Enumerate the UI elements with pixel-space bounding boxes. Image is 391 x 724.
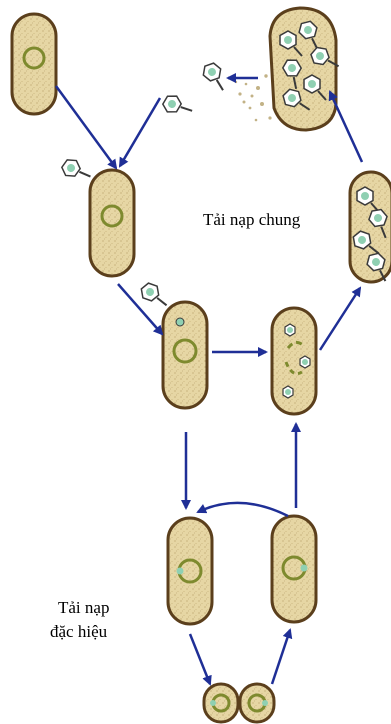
bacterium-cell-dividing-left [204, 684, 238, 722]
bacterium-cell-assembly [350, 172, 391, 282]
flow-arrow [320, 288, 360, 350]
cell-debris [235, 74, 272, 121]
bacterium-cell-lysogen-right [272, 516, 316, 622]
bacterium-cell-infected [60, 154, 134, 276]
phage-head-copy [300, 356, 310, 368]
bacterium-cell-lysogen-left [168, 518, 212, 624]
phage-head-copy [285, 324, 295, 336]
bacterium-cell-lysis [235, 8, 339, 130]
flow-arrow [272, 630, 290, 684]
bacterium-cell-injection [141, 281, 207, 408]
flow-arrow [198, 503, 288, 516]
flow-arrow [190, 634, 210, 684]
specialized-transduction-label-line1: Tải nạp [58, 598, 109, 618]
bacterium-cell-dividing-right [240, 684, 274, 722]
phage-particle [141, 281, 167, 309]
flow-arrow [56, 86, 116, 168]
bacterium-cell-donor [12, 14, 56, 114]
general-transduction-label: Tải nạp chung [203, 210, 300, 230]
bacterium-cell-replication [272, 308, 316, 414]
specialized-transduction-label-line2: đặc hiệu [50, 622, 107, 642]
released-phage-particle [201, 62, 227, 90]
released-phage-particle [161, 89, 193, 122]
phage-head-copy [283, 386, 293, 398]
flow-arrow [330, 92, 362, 162]
phage-particle [60, 154, 91, 186]
flow-arrow [120, 98, 160, 166]
